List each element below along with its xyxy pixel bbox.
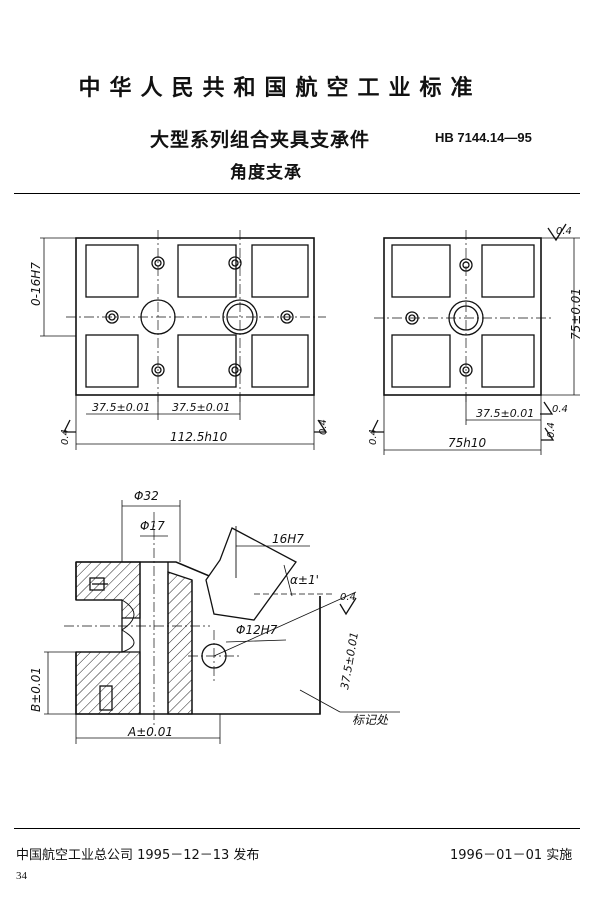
front-width-dimension: 112.5h10 xyxy=(170,430,228,444)
section-bore-break xyxy=(121,599,135,653)
front-block-tr xyxy=(251,244,309,298)
section-hatch-middle xyxy=(167,571,193,715)
front-centerlines xyxy=(66,230,326,405)
side-roughness-mid: 0.4 xyxy=(552,404,568,415)
front-block-bc xyxy=(177,334,237,388)
section-incline-dimension: 37.5±0.01 xyxy=(338,631,361,691)
front-block-tl xyxy=(85,244,139,298)
document-title-line1: 大型系列组合夹具支承件 xyxy=(150,129,371,151)
side-roughness-symbol-mid xyxy=(540,401,554,415)
document-title-line2: 角度支承 xyxy=(230,163,302,183)
implementation-date: 1996－01－01 实施 xyxy=(450,848,573,863)
front-block-bl xyxy=(85,334,139,388)
front-dimension-lines xyxy=(40,237,315,450)
side-view: 0.4 75±0.01 37.5±0.01 0.4 0.4 75h10 0.4 xyxy=(368,223,583,455)
front-roughness-left: 0.4 xyxy=(60,429,71,445)
standard-code: HB 7144.14—95 xyxy=(435,130,532,145)
section-inner-diameter: Φ17 xyxy=(140,519,165,533)
side-height-dimension: 75±0.01 xyxy=(569,288,583,340)
side-roughness-symbol-bottom xyxy=(541,427,555,441)
side-view-outline xyxy=(383,237,542,396)
section-hatch-bottom xyxy=(75,651,141,715)
side-roughness-symbol-top xyxy=(547,223,567,242)
section-outer-diameter: Φ32 xyxy=(134,489,159,503)
side-block-tr xyxy=(481,244,535,298)
page-number: 34 xyxy=(16,870,27,882)
side-roughness-bottom: 0.4 xyxy=(546,422,557,438)
footer-rule xyxy=(14,828,580,829)
section-roughness: 0.4 xyxy=(340,592,356,603)
front-view-outline xyxy=(75,237,315,396)
section-slot-dimension: 16H7 xyxy=(272,532,304,546)
section-dimension-lines xyxy=(44,500,400,744)
section-view: Φ32 Φ17 16H7 α±1' 0.4 Φ12H7 37.5±0.01 B±… xyxy=(29,489,400,744)
side-roughness-left: 0.4 xyxy=(368,429,379,445)
header-rule xyxy=(14,193,580,194)
front-dim-right: 37.5±0.01 xyxy=(172,401,230,414)
section-thread-top xyxy=(89,577,105,591)
side-width-dimension: 75h10 xyxy=(448,436,487,450)
front-roughness-right: 0.4 xyxy=(318,419,329,435)
front-block-tc xyxy=(177,244,237,298)
section-roughness-symbol xyxy=(339,597,357,616)
front-small-holes xyxy=(105,256,294,377)
section-thread-bottom xyxy=(99,685,113,711)
side-offset-dimension: 37.5±0.01 xyxy=(476,407,534,420)
section-hatch-top xyxy=(75,561,141,619)
section-hole-dimension: Φ12H7 xyxy=(236,623,278,637)
side-roughness-top: 0.4 xyxy=(556,226,572,237)
standard-organization-heading: 中华人民共和国航空工业标准 xyxy=(78,76,482,101)
front-roughness-symbol-right xyxy=(314,419,328,433)
section-marking-note: 标记处 xyxy=(352,713,389,727)
issue-info: 中国航空工业总公司 1995－12－13 发布 xyxy=(16,848,260,863)
front-view: 0-16H7 37.5±0.01 37.5±0.01 112.5h10 0.4 … xyxy=(29,230,329,450)
side-dimension-lines xyxy=(383,237,580,455)
section-height-dimension: B±0.01 xyxy=(29,667,43,712)
side-small-holes xyxy=(405,258,473,377)
section-width-dimension: A±0.01 xyxy=(127,725,173,739)
front-roughness-symbol-left xyxy=(62,419,76,433)
side-block-br xyxy=(481,334,535,388)
front-block-br xyxy=(251,334,309,388)
side-roughness-symbol-left xyxy=(370,419,384,433)
side-centerlines xyxy=(374,230,551,405)
section-angle-head xyxy=(205,527,297,621)
front-dim-left: 37.5±0.01 xyxy=(92,401,150,414)
side-block-bl xyxy=(391,334,451,388)
section-angle-dimension: α±1' xyxy=(290,573,319,587)
side-block-tl xyxy=(391,244,451,298)
front-height-dimension: 0-16H7 xyxy=(29,262,43,306)
